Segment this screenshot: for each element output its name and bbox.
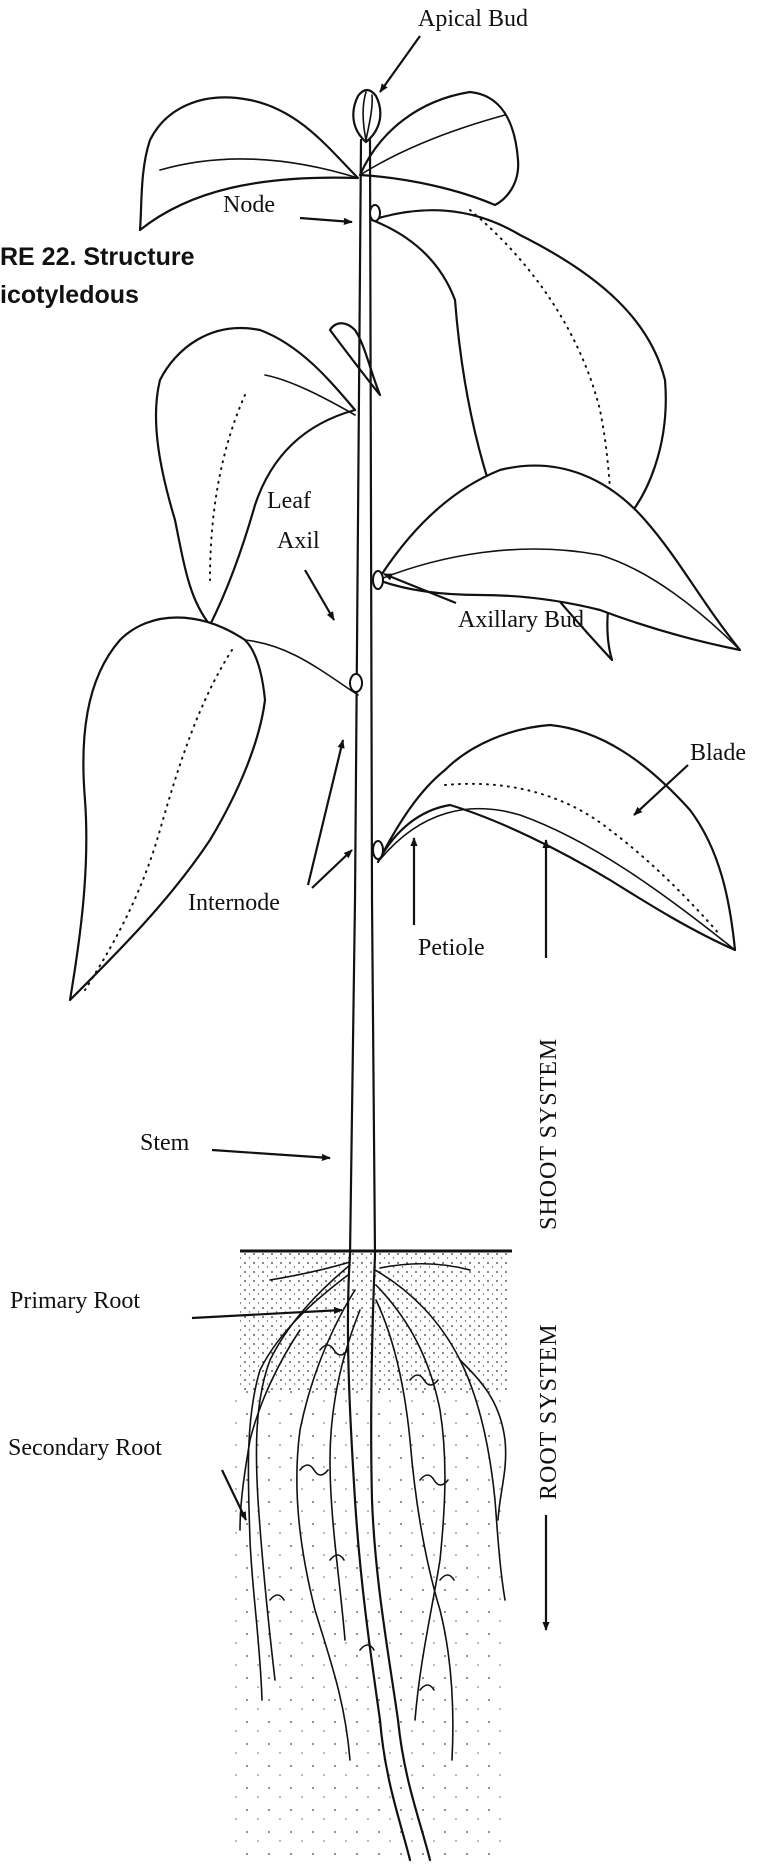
label-secondary-root: Secondary Root [8,1435,162,1461]
label-node: Node [223,192,275,218]
figure-caption-line2: icotyledous [0,281,139,309]
label-stem: Stem [140,1130,190,1156]
arrow-node [300,218,352,222]
stem-group [350,90,383,1255]
axillary-bud-shape [373,571,383,589]
leaf-lower-right [378,725,735,950]
arrow-internode-lower [312,850,352,888]
label-internode: Internode [188,890,280,916]
label-axillary-bud: Axillary Bud [458,607,584,633]
axillary-bud-left [350,674,362,692]
leaves [70,92,740,1000]
label-blade: Blade [690,740,746,766]
arrow-apical-bud [380,36,420,92]
figure-caption-line1: RE 22. Structure [0,243,195,271]
label-leaf-axil-line1: Leaf [267,488,311,514]
stem-left-edge [350,140,361,1255]
leaf-lower-left [70,618,265,1001]
arrow-leaf-axil [305,570,334,620]
label-apical-bud: Apical Bud [418,6,528,32]
arrow-stem [212,1150,330,1158]
root-system-label: ROOT SYSTEM [536,1323,562,1500]
soil-deep-stipple [235,1390,510,1860]
stem-right-edge [370,140,375,1255]
label-leaf-axil-line2: Axil [277,528,320,554]
node-bud [370,205,380,221]
label-petiole: Petiole [418,935,485,961]
label-primary-root: Primary Root [10,1288,140,1314]
leaf-top-right [360,92,518,205]
soil [235,1250,512,1860]
leaf-middle-small [330,323,380,395]
axillary-bud-lower [373,841,383,859]
shoot-system-label: SHOOT SYSTEM [536,1038,562,1230]
leaf-middle-left [156,328,355,625]
